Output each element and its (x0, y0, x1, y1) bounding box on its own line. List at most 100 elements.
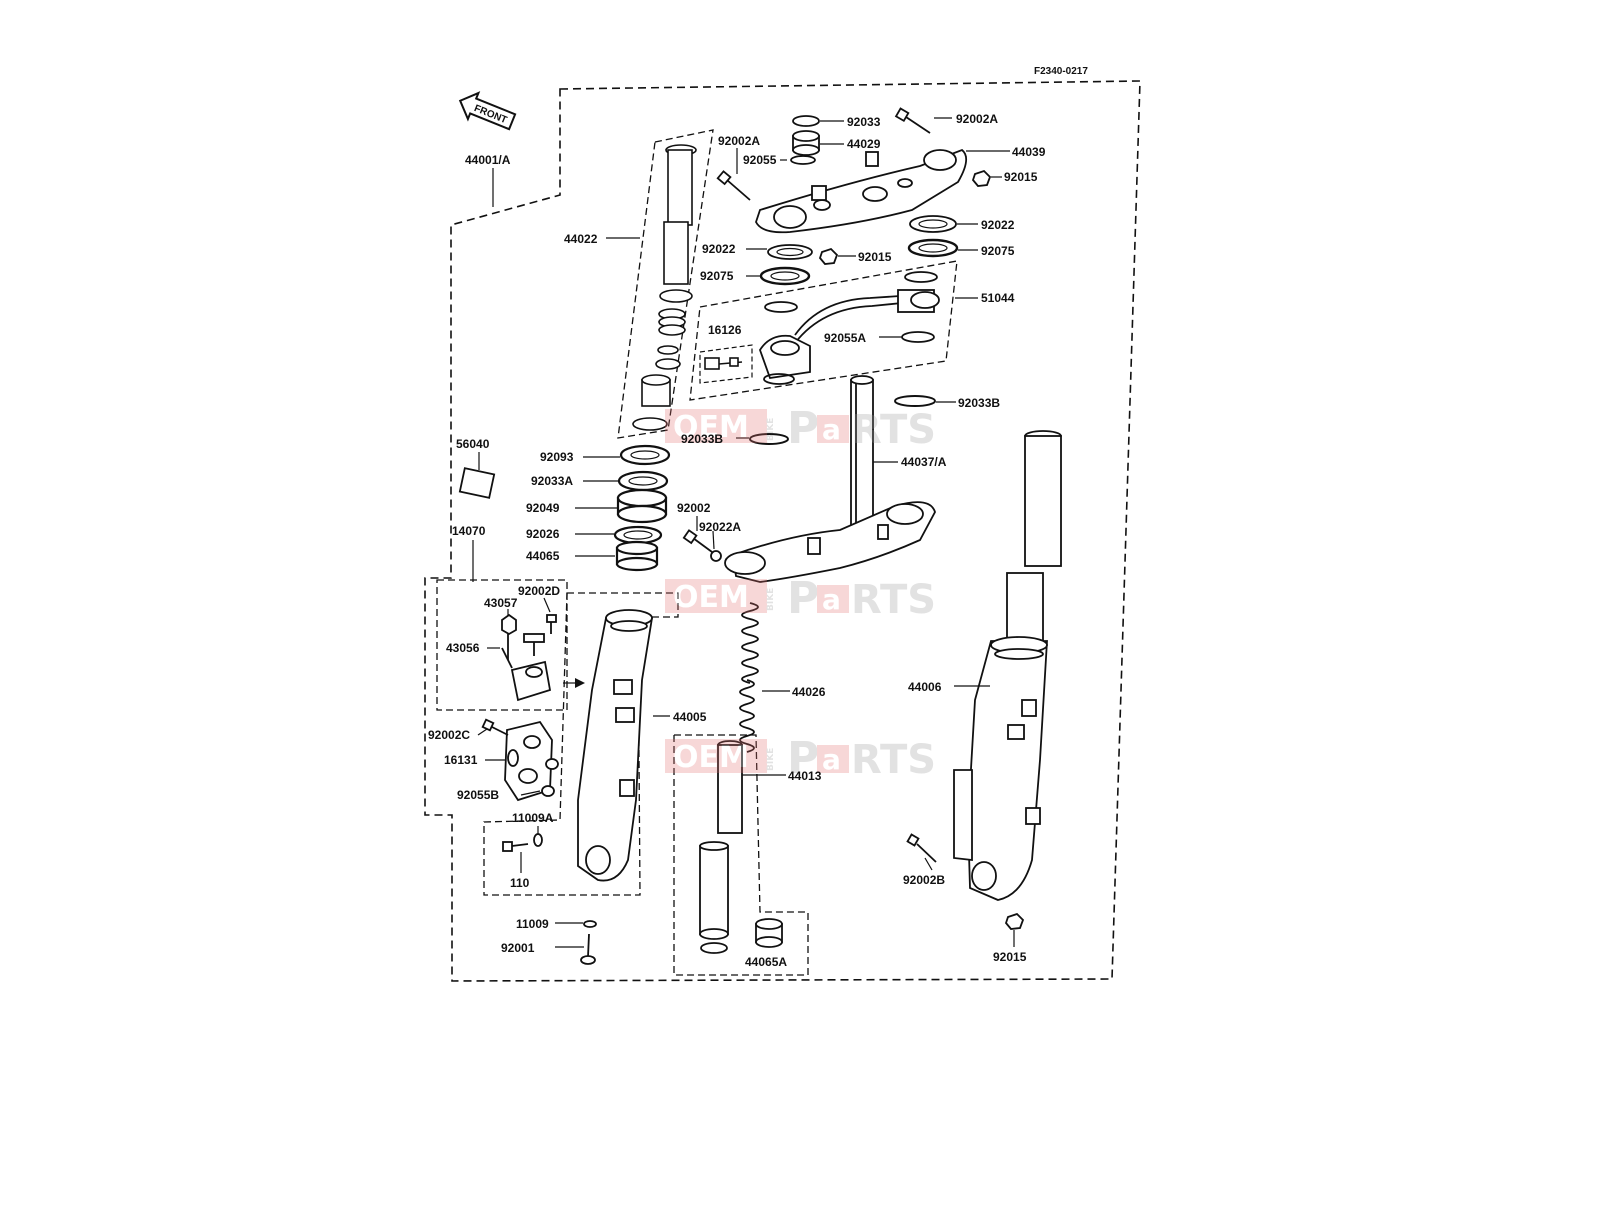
nut-92015-bottom (1004, 912, 1025, 930)
assembly-box-51044 (689, 260, 958, 401)
part-label-92049[interactable]: 92049 (526, 501, 560, 515)
caliper-16131 (504, 720, 559, 802)
bolt-110 (502, 841, 529, 852)
part-label-92026[interactable]: 92026 (526, 527, 560, 541)
washer-92022-right (909, 215, 957, 233)
part-label-92075-left[interactable]: 92075 (700, 269, 734, 283)
assembly-box-44022 (617, 129, 714, 439)
damper-rod (632, 144, 697, 431)
svg-text:a: a (822, 413, 841, 446)
washer-11009a (533, 833, 543, 847)
part-label-44006[interactable]: 44006 (908, 680, 942, 694)
watermark-3: OEM BIKE P a RTS (665, 733, 936, 784)
label-plate-56040 (458, 467, 496, 499)
svg-text:OEM: OEM (673, 410, 749, 445)
bolt-92002a-left (716, 170, 751, 201)
part-label-92002d[interactable]: 92002D (518, 584, 560, 598)
part-label-92015-bottom[interactable]: 92015 (993, 950, 1027, 964)
part-label-44013[interactable]: 44013 (788, 769, 822, 783)
caliper-bracket-parts (501, 613, 557, 702)
part-label-16126[interactable]: 16126 (708, 323, 742, 337)
fork-cap-44029 (792, 130, 820, 156)
part-label-11009a[interactable]: 11009A (512, 811, 554, 825)
part-label-11009[interactable]: 11009 (516, 917, 549, 931)
assembly-boundary (424, 80, 1141, 982)
upper-triple-clamp (755, 148, 968, 234)
part-label-14070[interactable]: 14070 (452, 524, 486, 538)
part-label-92022-right[interactable]: 92022 (981, 218, 1015, 232)
part-label-92075-right[interactable]: 92075 (981, 244, 1015, 258)
part-label-44037a[interactable]: 44037/A (901, 455, 947, 469)
part-label-92033b-center[interactable]: 92033B (681, 432, 723, 446)
part-label-44039[interactable]: 44039 (1012, 145, 1046, 159)
part-label-92055a[interactable]: 92055A (824, 331, 866, 345)
part-label-44022[interactable]: 44022 (564, 232, 598, 246)
washer-11009 (583, 920, 597, 928)
assembly-box-16126 (699, 344, 753, 384)
part-label-51044[interactable]: 51044 (981, 291, 1015, 305)
part-label-44029[interactable]: 44029 (847, 137, 881, 151)
svg-text:BIKE: BIKE (766, 588, 776, 611)
bolt-92002b (906, 833, 937, 863)
part-label-44065[interactable]: 44065 (526, 549, 560, 563)
leader-92055b (520, 790, 541, 796)
part-label-92022a[interactable]: 92022A (699, 520, 741, 534)
part-label-92033b-right[interactable]: 92033B (958, 396, 1000, 410)
bearing-stack (613, 444, 671, 572)
bleeder-valve-16126 (704, 357, 743, 370)
leader-92002d (543, 597, 551, 613)
part-label-56040[interactable]: 56040 (456, 437, 490, 451)
part-label-44001a[interactable]: 44001/A (465, 153, 511, 167)
part-label-92055[interactable]: 92055 (743, 153, 777, 167)
nut-92015-right (971, 169, 992, 187)
svg-text:OEM: OEM (673, 740, 749, 775)
part-label-43057[interactable]: 43057 (484, 596, 518, 610)
bolt-92001 (580, 933, 596, 965)
svg-text:P: P (787, 403, 819, 454)
part-label-92002a-left[interactable]: 92002A (718, 134, 760, 148)
part-label-43056[interactable]: 43056 (446, 641, 480, 655)
bolt-92002a-right (894, 107, 931, 134)
assembly-box-14070 (436, 579, 568, 711)
seal-92075-left (759, 266, 811, 286)
svg-text:RTS: RTS (851, 577, 936, 623)
fork-spring-44026 (739, 602, 759, 753)
part-label-92015-center[interactable]: 92015 (858, 250, 892, 264)
o-ring-92055 (790, 155, 816, 165)
part-label-44005[interactable]: 44005 (673, 710, 707, 724)
arrow-indicator (575, 678, 585, 688)
part-labels: 44001/A 44022 92002A 92055 92033 44029 9… (428, 112, 1046, 969)
part-label-92002[interactable]: 92002 (677, 501, 711, 515)
part-label-44065a[interactable]: 44065A (745, 955, 787, 969)
part-label-92002b[interactable]: 92002B (903, 873, 945, 887)
part-label-110[interactable]: 110 (510, 876, 530, 890)
o-ring-92033-top (792, 115, 820, 127)
diagram-code: F2340-0217 (1034, 66, 1088, 77)
watermark-1: OEM BIKE P a RTS (665, 403, 936, 454)
part-label-92033-top[interactable]: 92033 (847, 115, 881, 129)
part-label-92093[interactable]: 92093 (540, 450, 574, 464)
svg-text:BIKE: BIKE (766, 748, 776, 771)
part-label-16131[interactable]: 16131 (444, 753, 478, 767)
svg-text:RTS: RTS (851, 737, 936, 783)
washer-92022a (710, 550, 722, 562)
assembly-box-44013 (673, 734, 809, 976)
part-label-92033a[interactable]: 92033A (531, 474, 573, 488)
fork-assembly-44006 (953, 430, 1062, 901)
part-label-92015-right[interactable]: 92015 (1004, 170, 1038, 184)
part-label-92001[interactable]: 92001 (501, 941, 535, 955)
fork-tube-44005 (577, 609, 654, 882)
part-label-92055b[interactable]: 92055B (457, 788, 499, 802)
svg-text:BIKE: BIKE (766, 418, 776, 441)
brake-hose-51044 (759, 271, 940, 385)
washer-92022-left (767, 244, 813, 260)
o-ring-92033b-right (894, 395, 936, 407)
svg-text:OEM: OEM (673, 580, 749, 615)
part-label-92002c[interactable]: 92002C (428, 728, 470, 742)
part-label-92002a-right[interactable]: 92002A (956, 112, 998, 126)
part-label-44026[interactable]: 44026 (792, 685, 826, 699)
part-label-92022-left[interactable]: 92022 (702, 242, 736, 256)
svg-text:P: P (787, 573, 819, 624)
